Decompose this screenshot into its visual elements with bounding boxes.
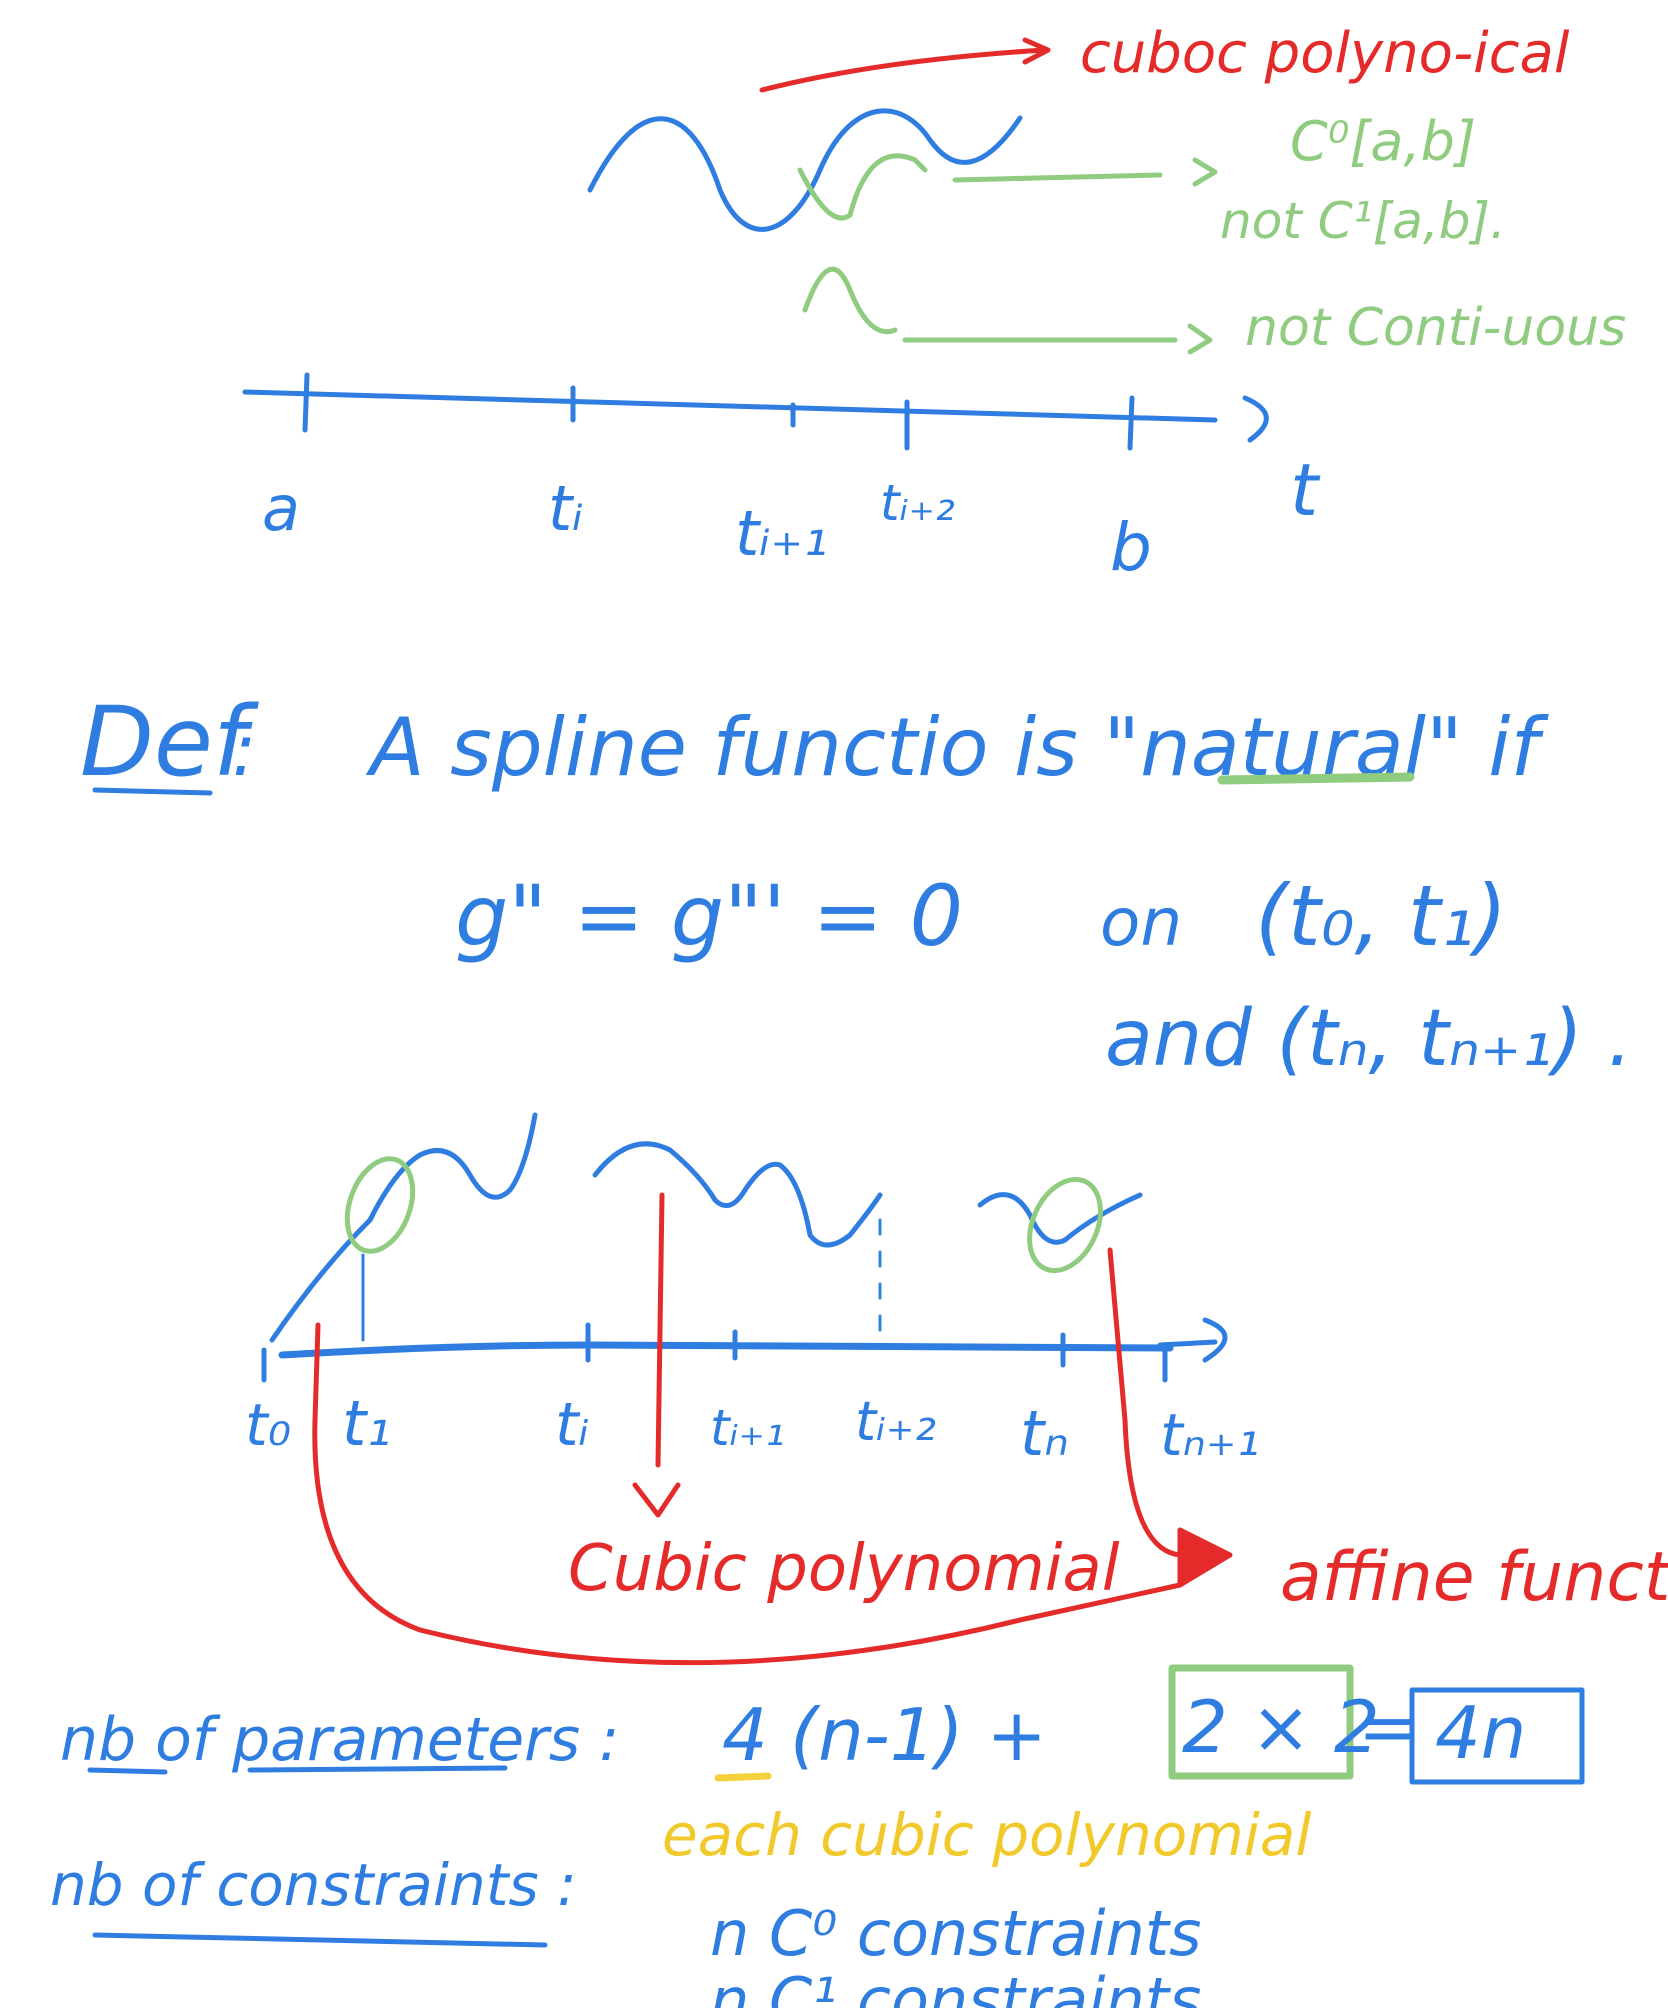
def-line-2-lhs: g" = g"' = 0	[455, 867, 963, 965]
label-not-c1: not C¹[a,b].	[1220, 192, 1506, 250]
counts-block: nb of parameters : 4 (n-1) + 2 × 2 = 4n …	[50, 1664, 1585, 2008]
def-line-3: and (tₙ, tₙ₊₁) .	[1105, 994, 1632, 1084]
params-equals: =	[1358, 1685, 1418, 1769]
four-underline	[714, 1772, 772, 1782]
label-c0: C⁰[a,b]	[1290, 110, 1476, 173]
green-arrow-c0	[952, 157, 1218, 187]
blue-wave-curve	[587, 108, 1023, 232]
label-cubic-polynomial-top: cuboc polyno-ical	[1080, 21, 1570, 86]
top-axis-tick-b	[1127, 395, 1135, 451]
top-tick-label-ti: tᵢ	[548, 472, 583, 545]
green-circle-tn	[1027, 1176, 1103, 1274]
constraints-underline	[92, 1932, 548, 1948]
def-label: Def	[80, 686, 259, 798]
top-axis-line	[242, 389, 1218, 423]
bottom-axis-line	[278, 1341, 1174, 1359]
green-discontinuous-curve	[802, 266, 898, 334]
params-expr-rest: (n-1) +	[790, 1693, 1047, 1777]
bottom-tick-label-tn1: tₙ₊₁	[1160, 1401, 1260, 1469]
c0-constraints: n C⁰ constraints	[710, 1897, 1201, 1970]
each-cubic-label: each cubic polynomial	[662, 1801, 1311, 1869]
red-arrowhead-affine	[1177, 1527, 1233, 1588]
params-underline-nb	[87, 1767, 168, 1775]
green-circle-t1	[344, 1156, 416, 1254]
bottom-diagram: t₀ t₁ tᵢ tᵢ₊₁ tᵢ₊₂ tₙ tₙ₊₁ Cubic polynom…	[245, 1112, 1668, 1666]
label-not-continuous: not Conti-uous	[1245, 298, 1626, 358]
natural-underline	[1217, 772, 1415, 785]
blue-box	[1409, 1687, 1585, 1785]
def-underline	[92, 787, 213, 796]
red-vline-left	[312, 1322, 1183, 1666]
red-arrow-cubic	[759, 37, 1051, 93]
params-box-blue-text: 4n	[1435, 1691, 1526, 1775]
top-axis-tick-a	[302, 372, 310, 433]
spline-piece-1	[367, 1112, 538, 1223]
top-tick-label-b: b	[1110, 509, 1152, 586]
green-arrow-not-continuous	[902, 323, 1213, 355]
spline-piece-3	[977, 1192, 1143, 1245]
top-tick-label-ti1: tᵢ₊₁	[735, 497, 828, 570]
bottom-tick-label-ti2: tᵢ₊₂	[855, 1390, 936, 1453]
spline-piece-2	[592, 1141, 883, 1248]
top-axis-arrowhead	[1242, 395, 1269, 443]
red-vline-right	[1107, 1247, 1183, 1558]
bottom-tick-label-ti1: tᵢ₊₁	[710, 1399, 785, 1457]
constraints-label: nb of constraints :	[50, 1851, 577, 1919]
affine-piece-left	[269, 1217, 373, 1343]
top-tick-label-a: a	[262, 472, 300, 545]
params-expr-4: 4	[722, 1693, 768, 1777]
bottom-tick-label-t1: t₁	[342, 1387, 391, 1460]
label-cubic-polynomial-bottom: Cubic polynomial	[568, 1532, 1120, 1606]
green-kinked-curve	[797, 153, 928, 221]
params-label: nb of parameters :	[60, 1705, 619, 1775]
bottom-tick-label-t0: t₀	[245, 1391, 291, 1459]
red-vline-ti	[655, 1192, 665, 1468]
def-line-2-on: on	[1100, 884, 1182, 961]
bottom-tick-label-tn: tₙ	[1020, 1397, 1069, 1470]
params-underline-parameters	[247, 1765, 508, 1773]
def-colon: :	[232, 708, 256, 792]
def-line-2-interval: (t₀, t₁)	[1255, 867, 1507, 965]
c1-constraints: n C¹ constraints	[710, 1964, 1201, 2008]
params-box-green-text: 2 × 2	[1182, 1685, 1380, 1769]
definition-block: Def : A spline functio is "natural" if g…	[80, 686, 1632, 1084]
top-diagram: cuboc polyno-ical C⁰[a,b] not C¹[a,b]. n…	[242, 21, 1626, 586]
top-axis-label-t: t	[1290, 448, 1321, 532]
label-affine-function: affine functi-	[1280, 1538, 1668, 1617]
bottom-axis-arrowhead	[1157, 1317, 1228, 1363]
green-box	[1168, 1664, 1354, 1780]
bottom-tick-label-ti: tᵢ	[555, 1390, 589, 1460]
top-tick-label-ti2: tᵢ₊₂	[880, 474, 955, 532]
red-v-arrow-cubic	[632, 1482, 681, 1518]
